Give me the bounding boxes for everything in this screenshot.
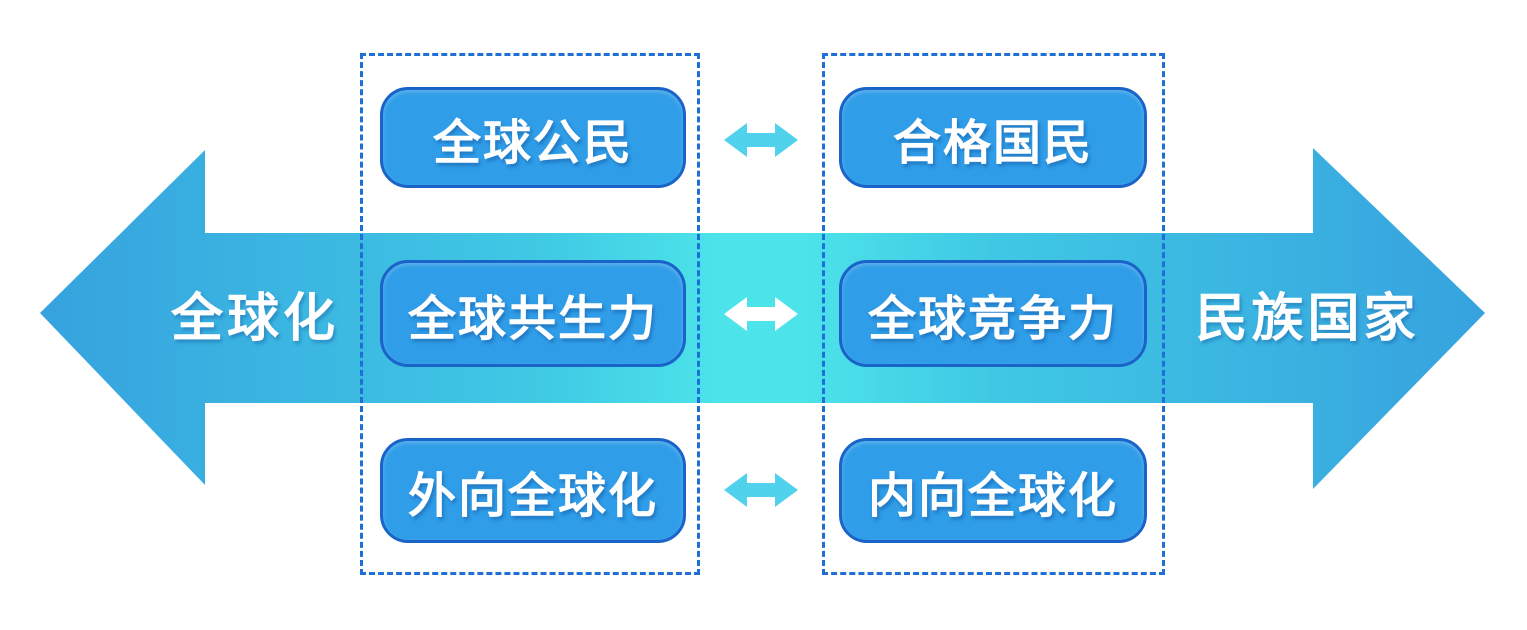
node-qualified-national: 合格国民 (839, 87, 1147, 188)
node-outward-globalization: 外向全球化 (380, 438, 686, 543)
left-axis-label: 全球化 (170, 290, 339, 348)
row2-double-arrow-icon (724, 297, 798, 331)
node-inward-globalization: 内向全球化 (839, 438, 1147, 543)
node-global-competitiveness: 全球竞争力 (839, 260, 1147, 367)
row3-double-arrow-icon (724, 473, 798, 507)
right-axis-label: 民族国家 (1195, 290, 1420, 348)
left-dashed-group (360, 53, 700, 575)
node-global-symbiosis: 全球共生力 (380, 260, 686, 367)
row1-double-arrow-icon (724, 123, 798, 157)
node-global-citizen: 全球公民 (380, 87, 686, 188)
right-dashed-group (822, 53, 1165, 575)
